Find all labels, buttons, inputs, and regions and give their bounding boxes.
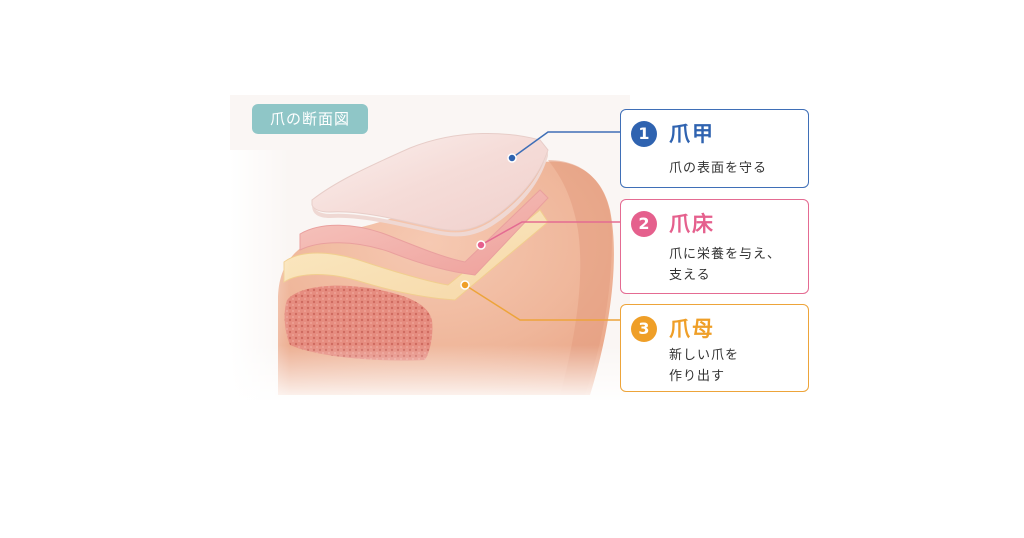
number-badge: 2 (631, 211, 657, 237)
nail-plate-layer (311, 133, 549, 231)
left-fade (230, 150, 290, 405)
tissue-cross-section (284, 285, 433, 361)
leader-line-3 (464, 284, 622, 321)
part-description: 新しい爪を 作り出す (669, 348, 740, 384)
nail-bed-layer (299, 189, 549, 276)
part-description: 爪の表面を守る (669, 161, 768, 176)
leader-line-1 (511, 131, 622, 159)
part-description: 爪に栄養を与え、 支える (669, 247, 782, 283)
leader-dot-3 (460, 280, 470, 290)
part-name: 爪甲 (669, 122, 715, 146)
leader-dot-1 (507, 153, 517, 163)
finger-side-shading (548, 160, 612, 395)
leader-line-2 (480, 221, 622, 246)
label-card-nail-bed: 2 爪床 爪に栄養を与え、 支える (620, 199, 809, 294)
label-card-nail-plate: 1 爪甲 爪の表面を守る (620, 109, 809, 188)
label-card-nail-matrix: 3 爪母 新しい爪を 作り出す (620, 304, 809, 392)
bottom-fade (230, 345, 650, 405)
part-name: 爪母 (669, 317, 715, 341)
number-badge: 1 (631, 121, 657, 147)
part-name: 爪床 (669, 212, 715, 236)
number-badge: 3 (631, 316, 657, 342)
leader-dot-2 (476, 240, 486, 250)
diagram-title: 爪の断面図 (252, 104, 368, 134)
